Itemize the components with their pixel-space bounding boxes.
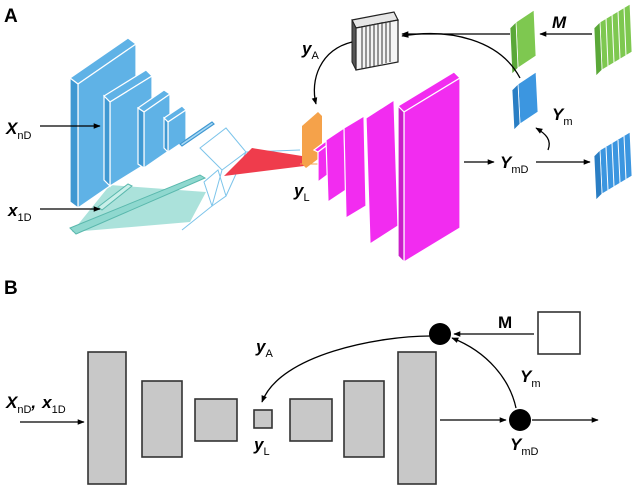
decoder-block-2 bbox=[343, 380, 385, 458]
fusion-layer bbox=[224, 148, 304, 176]
arrow-cube-to-latent bbox=[311, 41, 353, 105]
label-x1d-a: x1D bbox=[7, 201, 32, 224]
arrow-ymd-to-aux-node bbox=[451, 337, 517, 409]
arrow-ym-to-cube bbox=[401, 32, 521, 79]
output-ymd bbox=[593, 131, 633, 201]
ymd-node bbox=[509, 409, 531, 431]
arrow-node-to-latent bbox=[261, 335, 431, 403]
label-ym-a: Ym bbox=[552, 105, 573, 128]
label-ya-a: yA bbox=[301, 39, 319, 62]
label-m-a: M bbox=[552, 13, 567, 32]
label-input-b: XnD,x1D bbox=[5, 393, 66, 416]
label-xnd-a: XnD bbox=[5, 119, 31, 142]
encoder-block-2 bbox=[141, 380, 183, 458]
label-ymd-b: YmD bbox=[510, 435, 539, 458]
auxiliary-node bbox=[429, 323, 451, 345]
mask-m-middle bbox=[509, 9, 537, 75]
panel-a: A bbox=[4, 3, 633, 264]
panel-b-label: B bbox=[4, 278, 18, 299]
label-ya-b: yA bbox=[255, 337, 273, 360]
mask-box bbox=[537, 311, 581, 355]
decoder-block-3 bbox=[397, 351, 437, 485]
decoder-stack bbox=[312, 71, 461, 264]
auxiliary-cube bbox=[351, 11, 399, 71]
mask-m-source bbox=[593, 3, 633, 77]
encoder-block-3 bbox=[194, 398, 238, 442]
arrow-ymd-to-ym bbox=[535, 127, 550, 151]
encoder-stack bbox=[68, 37, 215, 210]
label-ym-b: Ym bbox=[520, 367, 541, 390]
label-ymd-a: YmD bbox=[500, 153, 529, 176]
label-yl-b: yL bbox=[253, 435, 270, 458]
label-yl-a: yL bbox=[293, 181, 310, 204]
x1d-input-slab bbox=[69, 174, 207, 235]
panel-b: B M yA XnD,x1D Ym YmD yL bbox=[4, 278, 599, 485]
output-ym bbox=[511, 71, 539, 131]
label-m-b: M bbox=[498, 313, 512, 332]
panel-a-label: A bbox=[4, 6, 18, 27]
decoder-block-1 bbox=[289, 398, 333, 442]
latent-block bbox=[253, 409, 273, 429]
encoder-block-1 bbox=[87, 351, 127, 485]
